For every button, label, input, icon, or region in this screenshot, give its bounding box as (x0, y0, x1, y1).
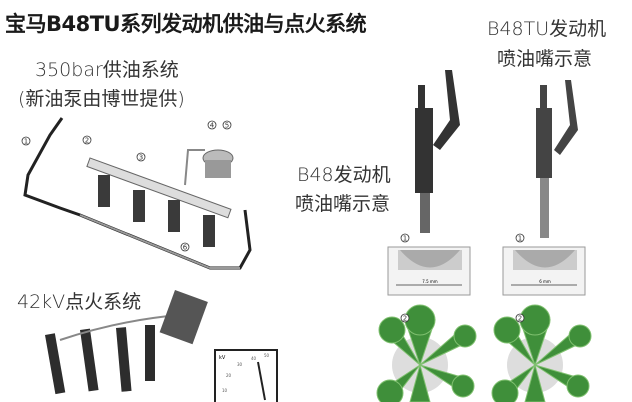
gauge-tick: 50 (264, 353, 270, 358)
fuel-system-label: 350bar供油系统 (35, 59, 179, 81)
b48-dimension: 7.5 mm (422, 279, 438, 284)
detail-callout-2: 2 (403, 315, 407, 323)
callout-5: 5 (225, 122, 229, 130)
b48tu-spray-pattern (491, 304, 592, 402)
page-title: 宝马B48TU系列发动机供油与点火系统 (5, 12, 367, 36)
b48tu-dimension: 6 mm (539, 279, 551, 284)
b48-injector-label: B48发动机 (297, 164, 391, 186)
fuel-system-drawing (23, 117, 252, 270)
fuel-callouts (21, 120, 232, 252)
kv-gauge: kV 10 20 30 40 50 (214, 349, 278, 402)
fuel-system-sublabel: (新油泵由博世提供) (18, 88, 185, 110)
detail-callout-1: 1 (518, 235, 522, 243)
b48tu-injector-label: B48TU发动机 (487, 18, 607, 40)
gauge-tick: 30 (237, 362, 243, 367)
b48-spray-pattern (376, 304, 477, 402)
b48tu-injector-sublabel: 喷油嘴示意 (497, 48, 593, 70)
callout-6: 6 (183, 244, 188, 252)
gauge-tick: 20 (226, 373, 232, 378)
callout-4: 4 (210, 122, 215, 130)
detail-callout-1: 1 (403, 235, 407, 243)
gauge-tick: 40 (251, 356, 257, 361)
b48-nozzle-detail: 7.5 mm (387, 246, 471, 296)
detail-callout-2: 2 (518, 315, 522, 323)
gauge-unit: kV (219, 355, 226, 361)
callout-3: 3 (139, 154, 143, 162)
callout-1: 1 (24, 138, 28, 146)
ignition-coils-drawing (45, 290, 208, 395)
ignition-system-label: 42kV点火系统 (17, 291, 142, 313)
callout-2: 2 (85, 137, 89, 145)
b48tu-injector-drawing (536, 80, 578, 238)
b48-injector-drawing (415, 70, 460, 233)
gauge-tick: 10 (222, 388, 228, 393)
b48tu-nozzle-detail: 6 mm (502, 246, 586, 296)
b48-injector-sublabel: 喷油嘴示意 (295, 193, 391, 215)
